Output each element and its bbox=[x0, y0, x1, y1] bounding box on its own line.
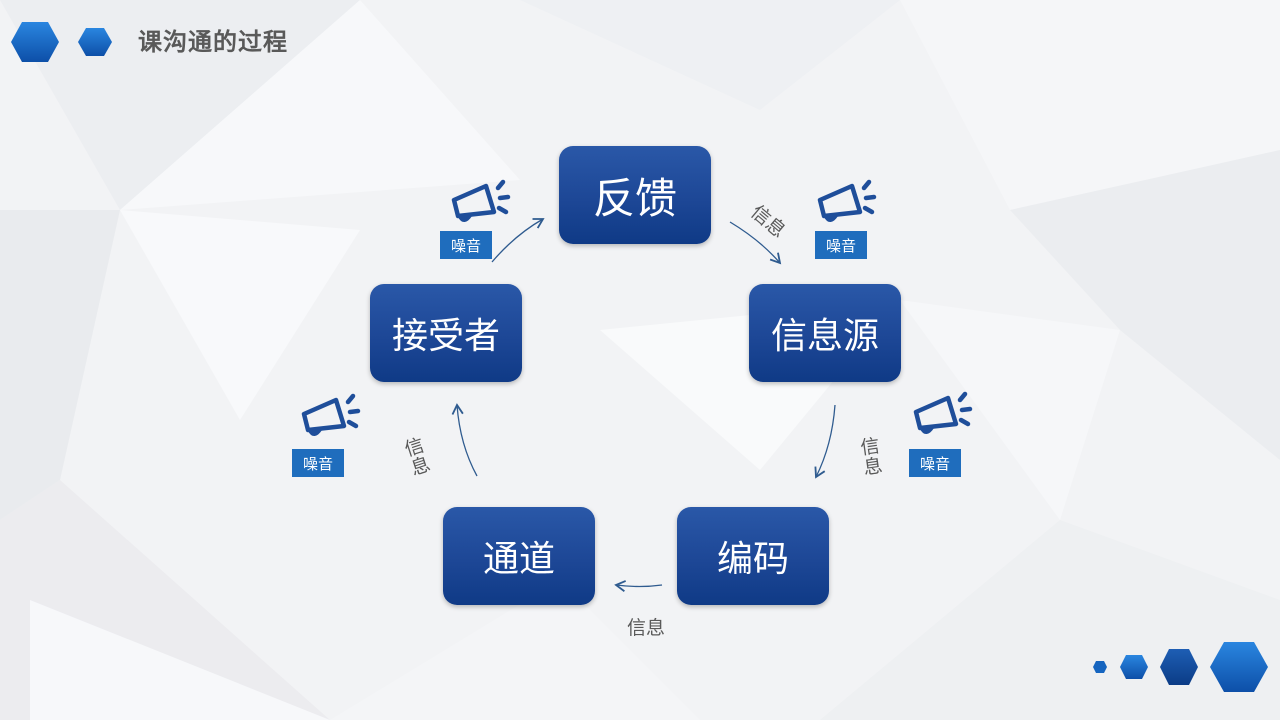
node-receiver: 接受者 bbox=[370, 284, 522, 382]
megaphone-icon bbox=[301, 393, 361, 436]
node-feedback: 反馈 bbox=[559, 146, 711, 244]
node-label: 编码 bbox=[716, 539, 789, 580]
node-source: 信息源 bbox=[749, 284, 901, 382]
node-encode: 编码 bbox=[677, 507, 829, 605]
noise-badge: 噪音 bbox=[440, 231, 492, 259]
page-title: 课沟通的过程 bbox=[138, 28, 288, 56]
hexagon-icon bbox=[11, 22, 59, 62]
megaphone-icon bbox=[913, 391, 973, 434]
megaphone-icon bbox=[817, 179, 877, 222]
hexagon-icon bbox=[1093, 661, 1107, 673]
megaphone-icon bbox=[451, 179, 511, 222]
hexagon-icon bbox=[1210, 642, 1268, 692]
noise-badge: 噪音 bbox=[815, 231, 867, 259]
noise-badge: 噪音 bbox=[909, 449, 961, 477]
node-label: 信息源 bbox=[770, 316, 879, 357]
hexagon-icon bbox=[1120, 655, 1148, 679]
node-label: 接受者 bbox=[391, 316, 500, 357]
node-label: 反馈 bbox=[592, 173, 677, 223]
node-label: 通道 bbox=[482, 539, 555, 580]
node-channel: 通道 bbox=[443, 507, 595, 605]
noise-badge: 噪音 bbox=[292, 449, 344, 477]
hexagon-icon bbox=[78, 28, 112, 56]
hexagon-icon bbox=[1160, 649, 1198, 685]
edge-label-encode-channel: 信息 bbox=[627, 617, 666, 639]
